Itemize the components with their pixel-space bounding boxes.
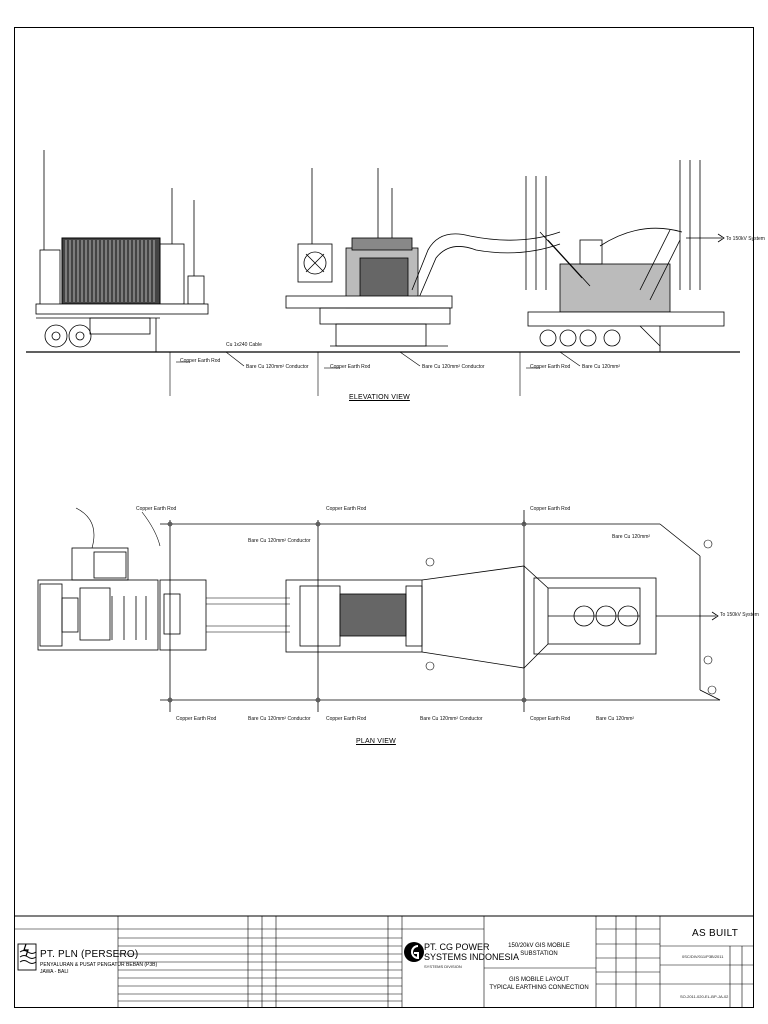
plan-earth-points — [75, 507, 717, 703]
elevation-trailer-1 — [35, 150, 209, 352]
label-plan-earth-rod-6: Copper Earth Rod — [530, 716, 571, 722]
plan-trailer-1 — [37, 547, 207, 651]
pln-logo-icon — [17, 943, 37, 971]
label-to-system-plan: To 150kV System — [720, 612, 759, 618]
label-plan-conductor-bottom-1: Bare Cu 120mm² Conductor — [248, 716, 311, 722]
label-conductor-1: Bare Cu 120mm² Conductor — [246, 364, 309, 370]
elevation-trailer-3 — [525, 160, 725, 352]
drawing-sheet — [14, 27, 754, 1008]
title-block: PT. PLN (PERSERO) PENYALURAN & PUSAT PEN… — [14, 916, 754, 1008]
label-conductor-3: Bare Cu 120mm² — [582, 364, 621, 370]
drawing-title-1: GIS MOBILE LAYOUT — [509, 977, 569, 983]
label-plan-earth-rod-5: Copper Earth Rod — [326, 716, 367, 722]
label-conductor-2: Bare Cu 120mm² Conductor — [422, 364, 485, 370]
label-plan-conductor-top: Bare Cu 120mm² Conductor — [248, 538, 311, 544]
label-lv-cable: Cu 1x240 Cable — [226, 342, 262, 348]
plan-earth-grid — [160, 510, 721, 712]
contractor-subtitle: SYSTEMS DIVISION — [424, 964, 462, 969]
cg-logo-icon — [404, 942, 424, 962]
status-as-built: AS BUILT — [692, 928, 739, 939]
label-earth-rod-3: Copper Earth Rod — [530, 364, 571, 370]
contractor-name-2: SYSTEMS INDONESIA — [424, 952, 520, 962]
client-subtitle-2: JAWA - BALI — [40, 969, 69, 975]
elevation-earth-rods — [169, 351, 581, 396]
elevation-trailer-2 — [285, 168, 561, 347]
contract-number: 0SC/DIV/011/P3B/2011 — [682, 954, 724, 959]
label-plan-earth-rod-2: Copper Earth Rod — [326, 506, 367, 512]
contractor-name-1: PT. CG POWER — [424, 942, 490, 952]
plan-trailer-3 — [523, 565, 719, 669]
plan-busbars — [206, 597, 290, 633]
project-name-2: SUBSTATION — [520, 951, 558, 957]
drawing-title-2: TYPICAL EARTHING CONNECTION — [489, 985, 589, 991]
label-to-system-elevation: To 150kV System — [726, 236, 765, 242]
label-plan-earth-rod-4: Copper Earth Rod — [176, 716, 217, 722]
project-name-1: 150/20kV GIS MOBILE — [508, 943, 570, 949]
elevation-view-title: ELEVATION VIEW — [349, 394, 410, 401]
plan-trailer-2 — [285, 565, 525, 669]
label-plan-conductor-right: Bare Cu 120mm² — [612, 534, 651, 540]
label-plan-earth-rod-1: Copper Earth Rod — [136, 506, 177, 512]
label-earth-rod-2: Copper Earth Rod — [330, 364, 371, 370]
label-earth-rod-1: Copper Earth Rod — [180, 358, 221, 364]
title-block-grid — [14, 915, 754, 1008]
drawing-number: SO-2011-020-EL-BP-JA-02 — [680, 994, 729, 999]
label-plan-earth-rod-3: Copper Earth Rod — [530, 506, 571, 512]
client-name: PT. PLN (PERSERO) — [40, 949, 139, 960]
label-plan-conductor-bottom-2: Bare Cu 120mm² Conductor — [420, 716, 483, 722]
client-subtitle-1: PENYALURAN & PUSAT PENGATUR BEBAN (P3B) — [40, 962, 158, 968]
plan-view-title: PLAN VIEW — [356, 738, 396, 745]
label-plan-conductor-bottom-3: Bare Cu 120mm² — [596, 716, 635, 722]
